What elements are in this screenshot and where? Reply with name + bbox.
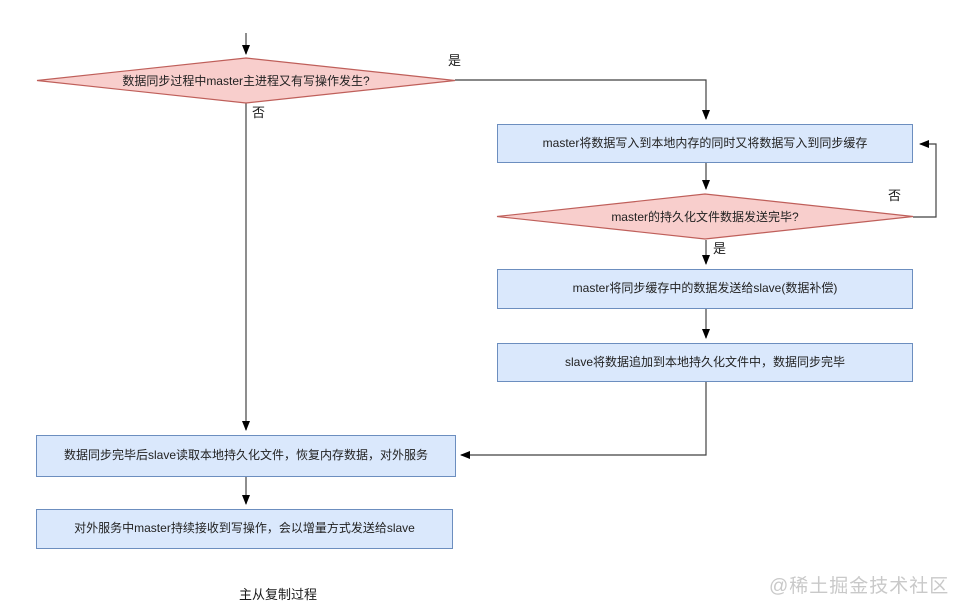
decision2-diamond-shape <box>496 193 914 240</box>
edge-label-yes-decision1: 是 <box>446 53 464 68</box>
edge-label-yes-decision2: 是 <box>711 241 729 256</box>
decision1-diamond-shape <box>36 57 456 104</box>
decision-write-during-sync: 数据同步过程中master主进程又有写操作发生? <box>122 74 370 88</box>
process-incremental-send: 对外服务中master持续接收到写操作，会以增量方式发送给slave <box>36 509 453 549</box>
diagram-caption: 主从复制过程 <box>239 587 318 602</box>
edge-process3-to-process-restore <box>460 382 707 459</box>
process-slave-append-file: slave将数据追加到本地持久化文件中，数据同步完毕 <box>497 343 913 382</box>
edge-decision2-no-loop-to-process1 <box>913 140 937 218</box>
edge-label-no-decision2: 否 <box>886 188 904 203</box>
process-write-memory-and-cache: master将数据写入到本地内存的同时又将数据写入到同步缓存 <box>497 124 913 163</box>
edge-label-no-decision1: 否 <box>250 105 268 120</box>
decision-persist-file-sent: master的持久化文件数据发送完毕? <box>611 210 799 224</box>
edge-decision1-yes-to-process1 <box>455 79 710 120</box>
watermark-text: @稀土掘金技术社区 <box>769 576 950 597</box>
process-slave-restore-serve: 数据同步完毕后slave读取本地持久化文件，恢复内存数据，对外服务 <box>36 435 456 477</box>
process-send-cache-to-slave: master将同步缓存中的数据发送给slave(数据补偿) <box>497 269 913 309</box>
